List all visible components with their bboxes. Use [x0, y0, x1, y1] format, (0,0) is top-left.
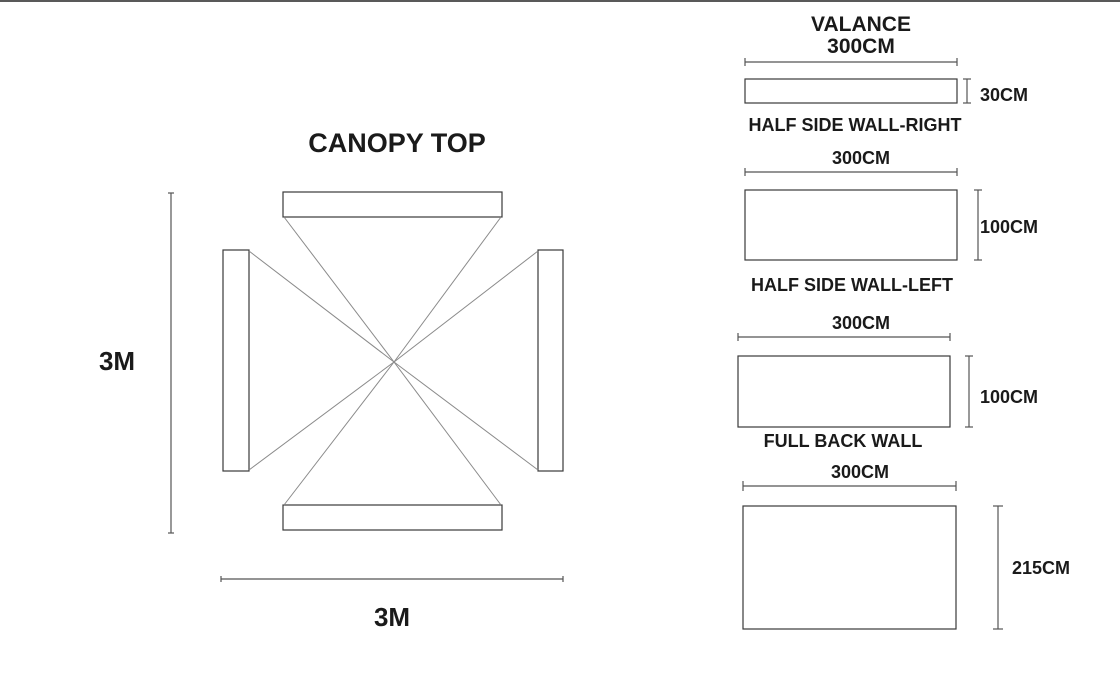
- valance-height-label: 30CM: [980, 85, 1028, 105]
- half-side-wall-right-panel: HALF SIDE WALL-RIGHT 300CM 100CM: [744, 115, 1038, 261]
- canopy-width-label: 3M: [374, 602, 410, 632]
- canopy-flap-bottom: [282, 504, 503, 531]
- valance-shape: [744, 78, 958, 104]
- half-side-wall-left-panel: HALF SIDE WALL-LEFT 300CM 100CM: [737, 275, 1038, 428]
- full-back-shape: [742, 505, 957, 630]
- canopy-flap-top: [282, 191, 503, 218]
- canopy-flap-right: [537, 249, 564, 472]
- canopy-flap-left: [222, 249, 250, 472]
- half-left-width-label: 300CM: [832, 313, 890, 333]
- half-left-height-label: 100CM: [980, 387, 1038, 407]
- valance-panel: VALANCE 300CM 30CM: [744, 13, 1028, 105]
- canopy-top-diagram: CANOPY TOP 3M 3M: [99, 128, 564, 632]
- half-right-title: HALF SIDE WALL-RIGHT: [749, 115, 962, 135]
- half-left-title: HALF SIDE WALL-LEFT: [751, 275, 953, 295]
- half-right-width-label: 300CM: [832, 148, 890, 168]
- canopy-height-label: 3M: [99, 346, 135, 376]
- half-right-shape: [744, 189, 958, 261]
- valance-width-label: 300CM: [827, 35, 895, 58]
- canopy-title: CANOPY TOP: [308, 128, 486, 158]
- full-back-height-label: 215CM: [1012, 558, 1070, 578]
- valance-title: VALANCE: [811, 13, 911, 36]
- canopy-fold-lines: [248, 216, 539, 506]
- half-left-shape: [737, 355, 951, 428]
- full-back-wall-panel: FULL BACK WALL 300CM 215CM: [742, 431, 1070, 630]
- full-back-title: FULL BACK WALL: [764, 431, 923, 451]
- full-back-width-label: 300CM: [831, 462, 889, 482]
- half-right-height-label: 100CM: [980, 217, 1038, 237]
